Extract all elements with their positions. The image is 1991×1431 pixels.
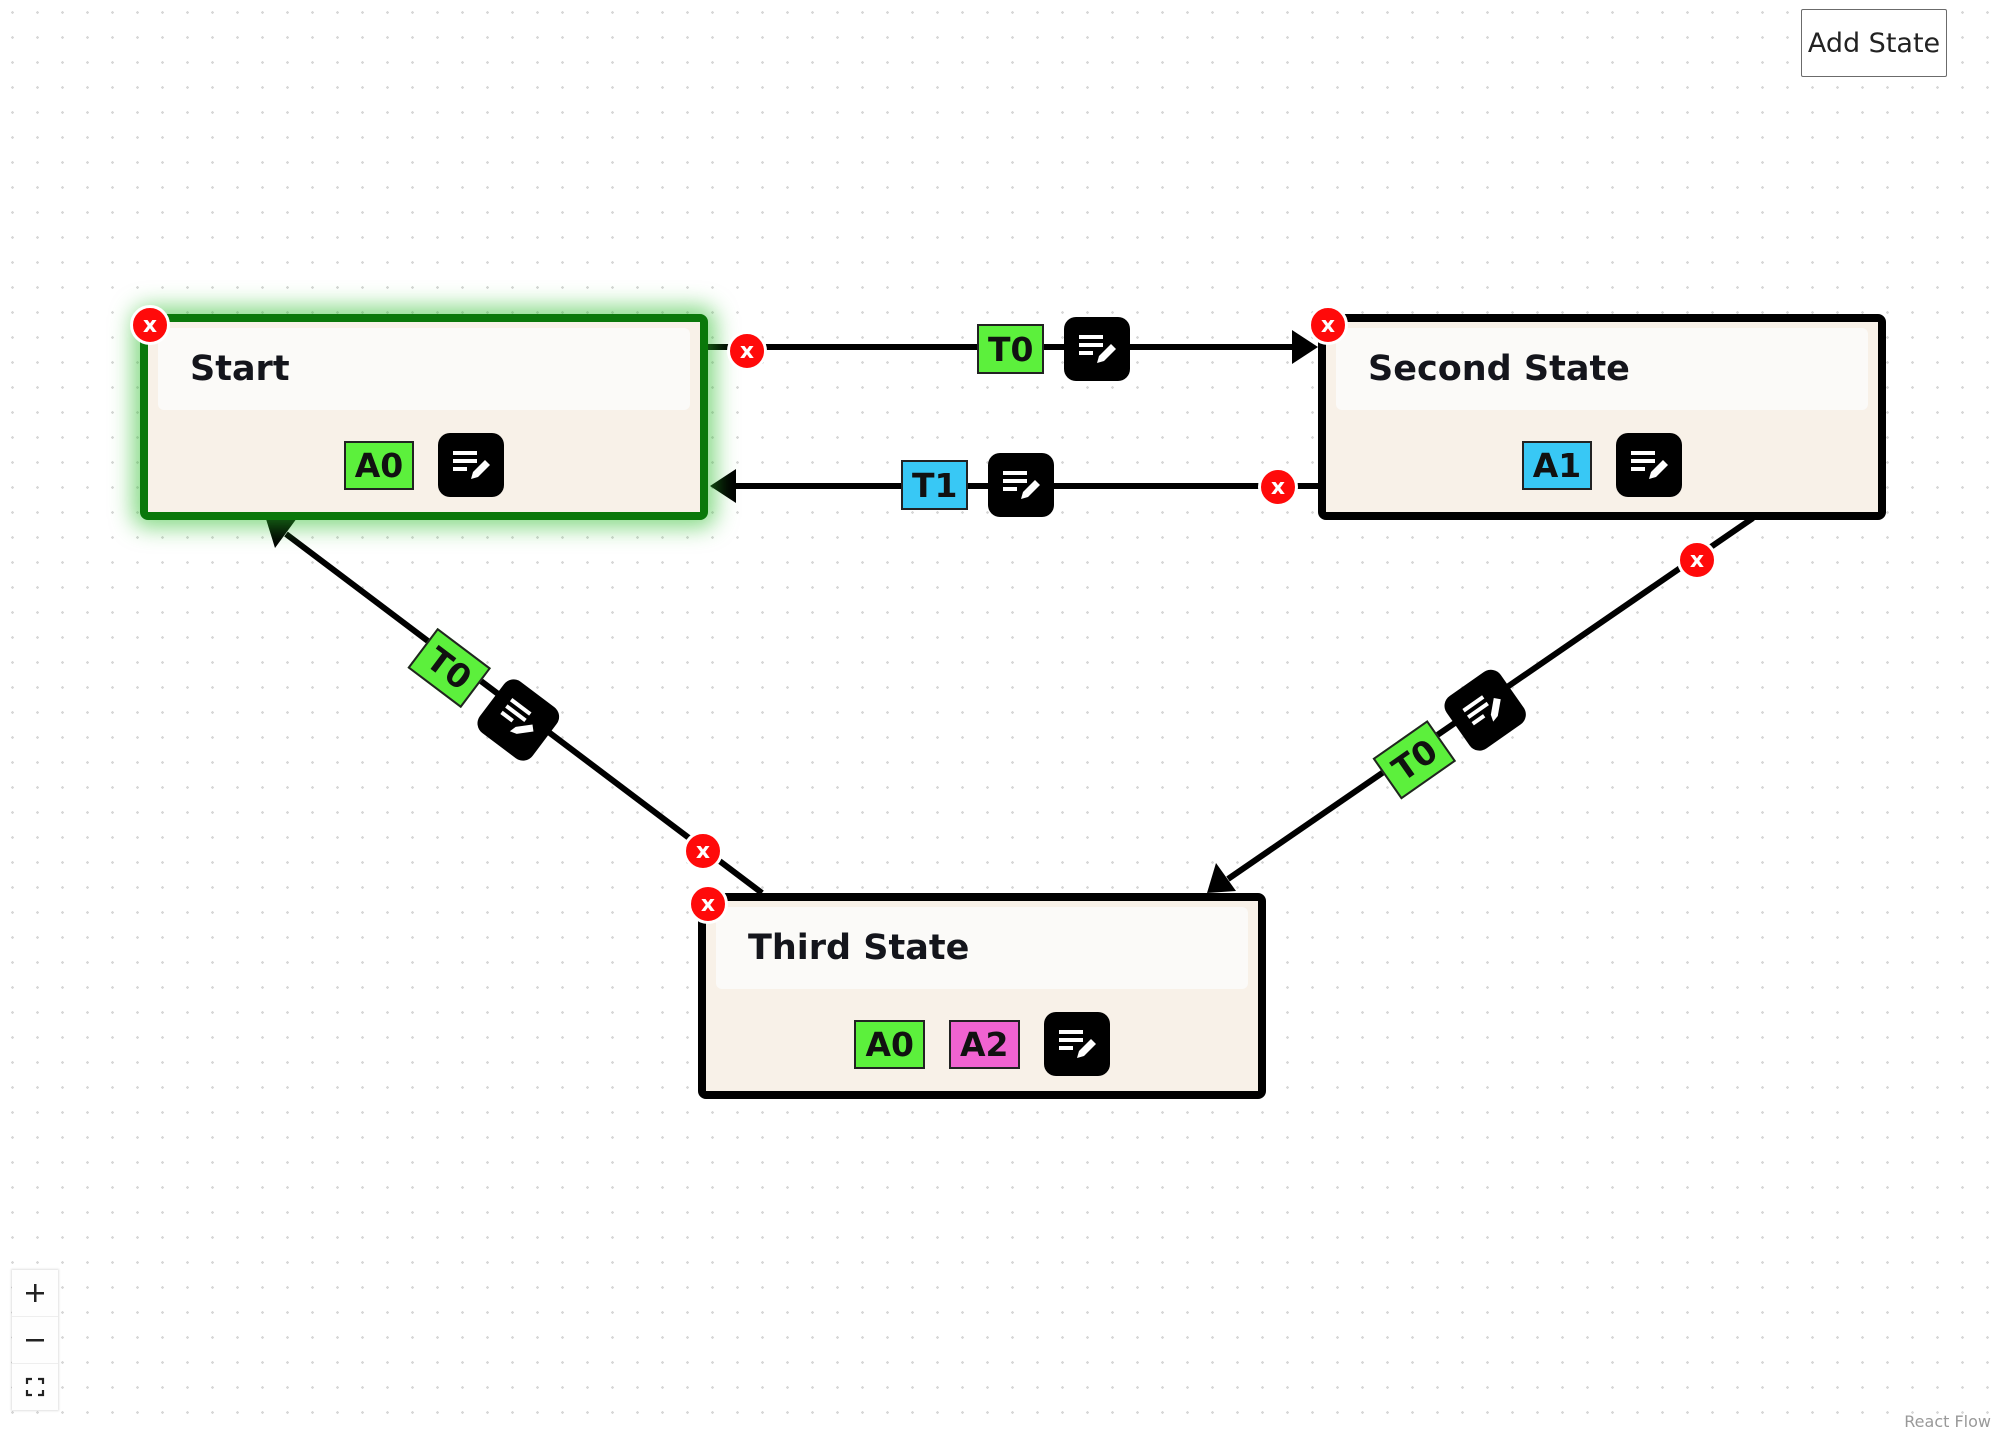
minus-icon bbox=[26, 1339, 44, 1342]
state-title[interactable]: Third State bbox=[716, 907, 1248, 989]
edit-note-icon bbox=[1058, 1030, 1096, 1058]
edit-note-icon bbox=[1079, 335, 1117, 363]
edit-transition-button[interactable] bbox=[473, 674, 565, 766]
edit-state-button[interactable] bbox=[1616, 433, 1683, 497]
edge-label-start-to-second: T0 bbox=[977, 317, 1131, 381]
add-state-button[interactable]: Add State bbox=[1801, 9, 1947, 77]
delete-edge-start-to-second-button[interactable]: x bbox=[727, 331, 767, 371]
edge-label-second-to-start: T1 bbox=[901, 453, 1055, 517]
delete-edge-second-to-third-button[interactable]: x bbox=[1677, 540, 1717, 580]
edit-note-icon bbox=[500, 698, 534, 735]
zoom-in-button[interactable] bbox=[12, 1270, 58, 1317]
delete-state-start-button[interactable]: x bbox=[130, 305, 170, 345]
arrowhead bbox=[266, 518, 297, 548]
edit-note-icon bbox=[453, 451, 491, 479]
state-title[interactable]: Second State bbox=[1336, 328, 1868, 410]
edit-transition-button[interactable] bbox=[1064, 317, 1131, 381]
state-title[interactable]: Start bbox=[158, 328, 690, 410]
edit-note-icon bbox=[1003, 471, 1041, 499]
action-tag[interactable]: A1 bbox=[1521, 440, 1593, 490]
action-tag[interactable]: A0 bbox=[343, 440, 415, 490]
edge-label-third-to-start: T0 bbox=[403, 622, 565, 766]
state-actions: A0 bbox=[148, 432, 700, 498]
state-actions: A1 bbox=[1326, 432, 1878, 498]
edit-note-icon bbox=[1631, 451, 1669, 479]
delete-edge-second-to-start-button[interactable]: x bbox=[1258, 467, 1298, 507]
edit-note-icon bbox=[1462, 695, 1502, 726]
delete-state-third-button[interactable]: x bbox=[688, 884, 728, 924]
edit-state-button[interactable] bbox=[438, 433, 505, 497]
react-flow-attribution[interactable]: React Flow bbox=[1904, 1412, 1991, 1431]
plus-icon bbox=[26, 1284, 44, 1302]
state-node-start[interactable]: Start A0 bbox=[140, 314, 708, 520]
edit-transition-button[interactable] bbox=[1440, 664, 1531, 756]
transition-tag[interactable]: T0 bbox=[977, 324, 1045, 374]
edit-transition-button[interactable] bbox=[988, 453, 1055, 517]
arrowhead bbox=[710, 469, 736, 503]
delete-state-second-button[interactable]: x bbox=[1308, 305, 1348, 345]
state-node-second-state[interactable]: Second State A1 bbox=[1318, 314, 1886, 520]
action-tag[interactable]: A0 bbox=[854, 1019, 925, 1069]
edit-state-button[interactable] bbox=[1043, 1012, 1110, 1076]
edge-label-second-to-third: T0 bbox=[1369, 664, 1531, 805]
fit-view-icon bbox=[25, 1377, 45, 1397]
fit-view-button[interactable] bbox=[12, 1364, 58, 1410]
delete-edge-third-to-start-button[interactable]: x bbox=[683, 831, 723, 871]
state-actions: A0 A2 bbox=[706, 1011, 1258, 1077]
action-tag[interactable]: A2 bbox=[949, 1019, 1020, 1069]
transition-tag[interactable]: T1 bbox=[901, 460, 969, 510]
zoom-out-button[interactable] bbox=[12, 1317, 58, 1364]
flow-controls bbox=[12, 1270, 58, 1410]
arrowhead bbox=[1292, 330, 1318, 364]
arrowhead bbox=[1207, 863, 1236, 893]
state-node-third-state[interactable]: Third State A0 A2 bbox=[698, 893, 1266, 1099]
